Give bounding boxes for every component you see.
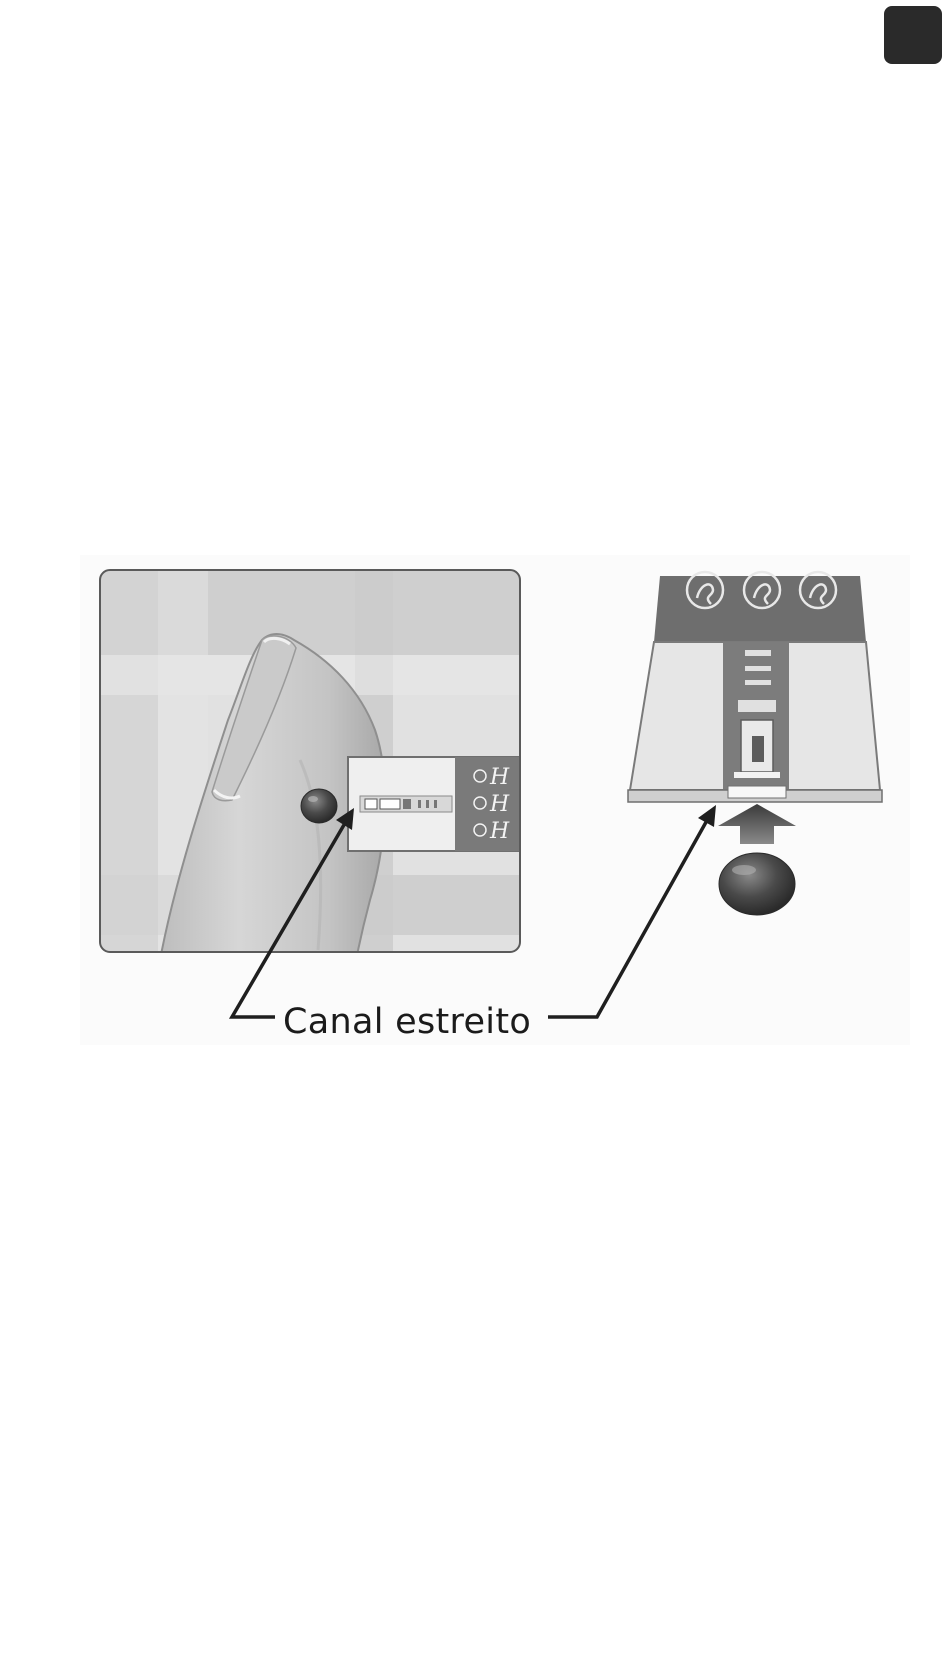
test-strip-left: H H H [348,757,530,851]
blood-drop-right [719,853,795,915]
strip-brand-glyph: H [489,765,510,790]
up-arrow-icon [718,804,796,844]
strip-brand-glyph: H [489,819,510,844]
strip-brand-glyph: H [489,792,510,817]
narrow-channel-label: Canal estreito [283,1002,553,1042]
right-panel-strip-closeup [628,572,882,915]
blood-drop-left [301,789,337,823]
left-panel-finger-scene: H H H [100,570,530,960]
